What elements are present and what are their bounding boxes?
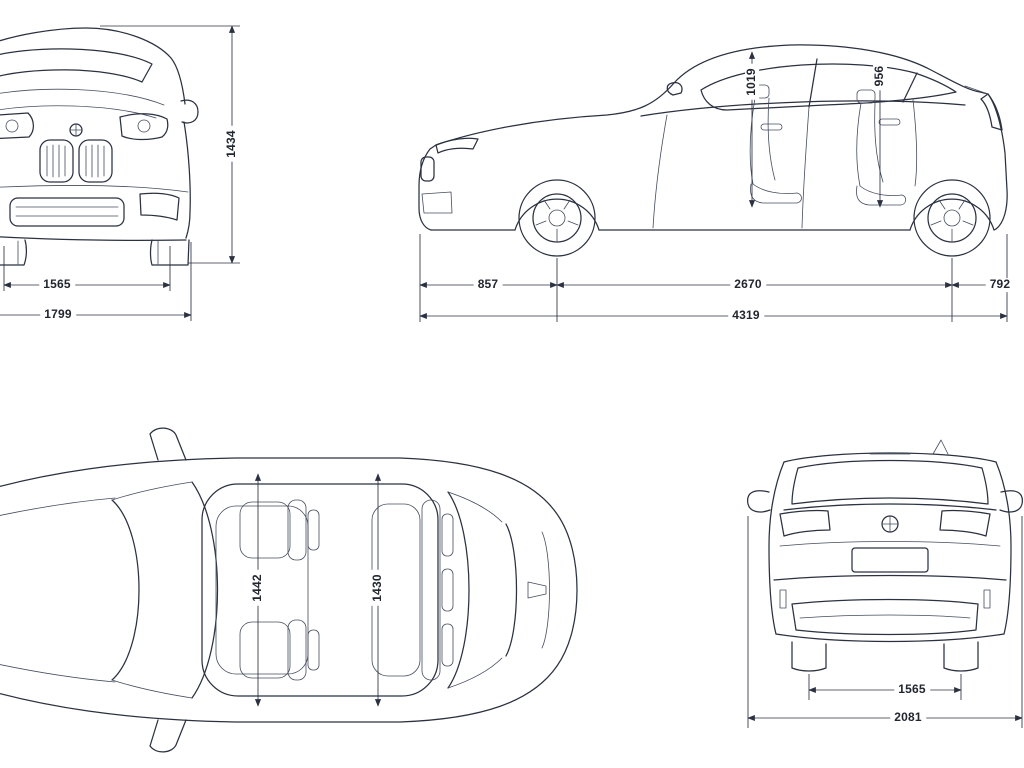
side-view-drawing [418,44,1008,322]
right-mirror [149,719,187,753]
antenna-fin [527,581,547,599]
rear-right-tire [943,641,979,672]
front-wheel [518,179,596,257]
left-mirror [747,490,771,513]
kidney-grille-left [39,139,74,183]
windshield-rear-edge [191,481,219,699]
left-mirror [149,427,187,461]
dim-label-front-overhang: 857 [473,277,503,292]
dim-label-front-interior-height: 1019 [744,64,759,100]
dim-label-overall-height: 1434 [224,126,239,162]
dim-label-rear-overhang: 792 [985,277,1015,292]
rear-window [791,459,989,505]
car-front-body [0,27,199,266]
car-side-body [418,44,1008,257]
license-plate-recess [851,547,929,573]
top-dimension-lines [254,473,382,707]
left-reflector [779,589,787,609]
rear-diffuser [791,598,979,636]
right-reflector [983,589,991,609]
front-wheel-arch [514,198,600,231]
sunroof [215,505,309,675]
car-rear-body [747,439,1023,672]
headlight [435,137,479,154]
dim-label-overall-width: 1799 [40,307,76,322]
rear-window-front-edge [447,491,470,689]
front-right-tire [149,239,190,266]
rear-wheel-arch [909,198,995,231]
right-mirror [999,490,1023,513]
windshield-front-edge [111,499,140,681]
dim-label-front-track: 1565 [39,277,75,292]
right-mirror [180,99,199,124]
side-glass [700,63,957,111]
dim-label-wheelbase: 2670 [730,277,766,292]
rear-dimension-lines [747,516,1023,728]
dim-label-rear-track: 1565 [894,682,930,697]
dim-label-rear-interior-height: 956 [872,61,887,91]
left-headlight [0,112,34,139]
grille [420,156,435,182]
taillight [980,93,1003,131]
antenna-fin [932,439,949,455]
side-mirror [666,81,683,96]
car-top-body [0,427,578,753]
beltline [640,100,966,117]
front-left-tire [0,239,27,266]
roof-panel [201,483,439,697]
b-pillar [808,58,818,108]
dim-label-front-interior-width: 1442 [250,570,265,606]
c-pillar [902,72,918,103]
dim-label-width-incl-mirrors: 2081 [890,710,926,725]
top-view-drawing [0,427,578,753]
tailgate-edge [541,531,550,649]
rear-door-handle [878,118,901,126]
right-taillight [939,510,991,537]
rear-window-rear-edge [505,523,518,657]
front-view-drawing [0,25,240,321]
side-intake [139,192,180,221]
rear-seat-outline [856,89,907,206]
side-dimension-lines [419,51,1008,322]
kidney-grille-right [78,139,113,183]
left-taillight [779,510,831,537]
dim-label-overall-length: 4319 [728,308,764,323]
front-dimension-lines [0,25,240,321]
seats-plan-view [239,499,454,681]
windshield [0,48,153,83]
rear-wheel [913,179,991,257]
right-headlight [119,113,169,141]
front-door-handle [760,123,783,131]
dim-label-rear-interior-width: 1430 [370,570,385,606]
rear-left-tire [791,641,827,672]
lower-air-intake [9,197,125,227]
rear-view-drawing [747,439,1023,728]
